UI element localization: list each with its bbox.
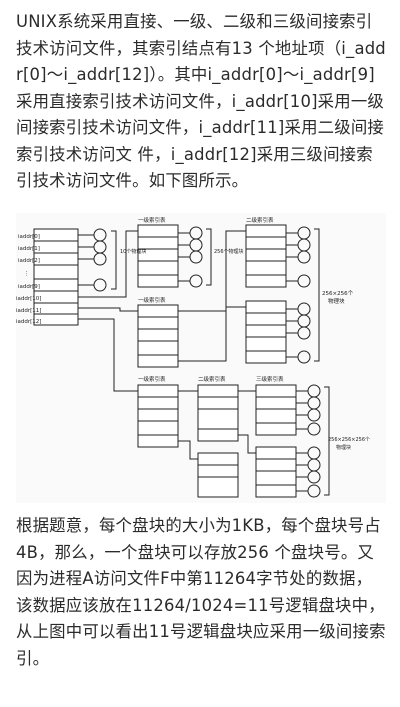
addr-label-1: iaddr[1] bbox=[18, 246, 40, 252]
addr-label-ellipsis: ⋮ bbox=[24, 271, 30, 277]
256x256x256-label-2: 物理块 bbox=[336, 444, 351, 451]
256x256-label-2: 物理块 bbox=[328, 297, 345, 305]
256x256x256-label: 256×256×256个 bbox=[328, 437, 370, 443]
index-diagram: iaddr[0] iaddr[1] iaddr[2] ⋮ iaddr[9] ia… bbox=[16, 216, 370, 498]
level1-bottom-label: 一级索引表 bbox=[138, 375, 166, 383]
index-structure-figure: iaddr[0] iaddr[1] iaddr[2] ⋮ iaddr[9] ia… bbox=[16, 213, 386, 503]
intro-paragraph: UNIX系统采用直接、一级、二级和三级间接索引技术访问文件，其索引结点有13 个… bbox=[16, 12, 386, 190]
conclusion-paragraph: 根据题意，每个盘块的大小为1KB，每个盘块号占4B，那么，一个盘块可以存放256… bbox=[16, 516, 386, 668]
level2-top-label: 二级索引表 bbox=[246, 216, 274, 224]
addr-label-0: iaddr[0] bbox=[18, 234, 40, 240]
256-blocks-label: 256个物理块 bbox=[214, 248, 244, 255]
addr-label-11: iaddr[11] bbox=[16, 308, 41, 314]
256x256-label: 256×256个 bbox=[322, 290, 354, 297]
addr-label-9: iaddr[9] bbox=[18, 284, 40, 290]
addr-label-10: iaddr[10] bbox=[16, 296, 41, 302]
addr-label-12: iaddr[12] bbox=[16, 319, 41, 325]
level1-top-label: 一级索引表 bbox=[138, 216, 166, 224]
level2-bottom-label: 二级索引表 bbox=[198, 375, 226, 383]
ten-blocks-label: 10个物理块 bbox=[120, 248, 146, 255]
level1-mid-label: 一级索引表 bbox=[138, 296, 166, 304]
addr-label-2: iaddr[2] bbox=[18, 258, 40, 264]
level3-bottom-label: 三级索引表 bbox=[256, 375, 284, 383]
